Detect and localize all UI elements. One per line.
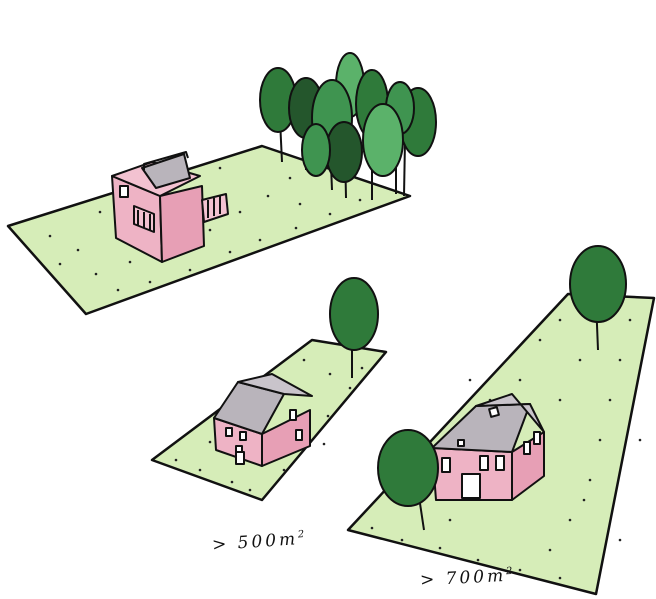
- house-large-window: [480, 456, 488, 470]
- house-large-skylight: [489, 407, 499, 417]
- plot-medium: [152, 278, 386, 500]
- house-pitched-window: [240, 432, 246, 440]
- tree-large-plot-back-crown: [570, 246, 626, 322]
- house-pitched-window: [290, 410, 296, 420]
- house-large: [432, 394, 544, 500]
- tree-grove-crown: [326, 122, 362, 182]
- plot-medium-comparator: >: [211, 534, 230, 555]
- plot-large-value: 700: [445, 567, 487, 589]
- house-large-door: [462, 474, 480, 498]
- plot-medium-exponent: 2: [297, 529, 304, 540]
- house-modern-window: [120, 186, 128, 197]
- plot-large-exponent: 2: [506, 566, 513, 577]
- plot-large: [348, 246, 654, 594]
- plot-large-unit: m: [487, 566, 507, 587]
- house-large-window: [442, 458, 450, 472]
- tree-grove-crown: [302, 124, 330, 176]
- plot-medium-unit: m: [278, 529, 298, 550]
- tree-large-plot-front-crown: [378, 430, 438, 506]
- house-large-window: [524, 442, 530, 454]
- house-large-window: [496, 456, 504, 470]
- house-pitched-window: [296, 430, 302, 440]
- tree-grove-crown: [363, 104, 403, 176]
- plot-top: [8, 53, 436, 314]
- plot-medium-value: 500: [237, 531, 280, 554]
- house-large-window: [534, 432, 540, 444]
- plot-large-comparator: >: [420, 570, 438, 591]
- tree-medium-plot-crown: [330, 278, 378, 350]
- house-pitched-door: [236, 452, 244, 464]
- house-large-window: [458, 440, 464, 446]
- house-pitched-window: [226, 428, 232, 436]
- house-pitched: [214, 374, 312, 466]
